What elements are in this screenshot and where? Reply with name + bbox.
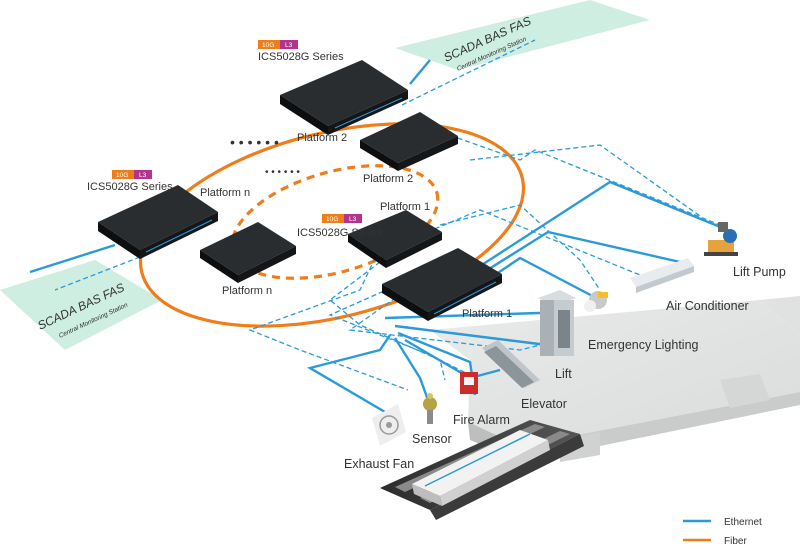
legend-ethernet-label: Ethernet — [724, 517, 762, 528]
emergency-lighting-icon — [584, 291, 608, 312]
tag-speed: 10G — [326, 216, 338, 223]
label-emergency-lighting: Emergency Lighting — [588, 338, 699, 352]
ellipsis-outer: • • • • • • — [230, 134, 279, 150]
lift-pump-icon — [704, 222, 738, 256]
label-lift: Lift — [555, 367, 572, 381]
switch-platform-1-main — [382, 248, 502, 321]
scada-panel-top: SCADA BAS FAS Central Monitoring Station — [395, 0, 650, 73]
label-platform-n-main: Platform n — [200, 187, 250, 199]
tag-layer: L3 — [285, 42, 293, 49]
legend-fiber-label: Fiber — [724, 536, 747, 547]
switch-tag-top: 10G L3 ICS5028G Series — [258, 40, 344, 63]
train — [412, 430, 550, 506]
ellipsis-inner: • • • • • • — [265, 167, 300, 178]
label-air-conditioner: Air Conditioner — [666, 299, 749, 313]
switch-tag-left: 10G L3 ICS5028G Series — [87, 170, 173, 193]
label-platform-2-main: Platform 2 — [297, 132, 347, 144]
ethernet-links — [29, 59, 736, 414]
switch-platform-n-sub — [200, 222, 296, 283]
label-platform-1-sub: Platform 1 — [380, 201, 430, 213]
label-elevator: Elevator — [521, 397, 567, 411]
exhaust-fan-icon — [372, 404, 406, 446]
ethernet-dashed-links — [54, 39, 721, 391]
label-platform-1-main: Platform 1 — [462, 308, 512, 320]
tag-series: ICS5028G Series — [297, 227, 383, 239]
label-exhaust-fan: Exhaust Fan — [344, 457, 414, 471]
station-platform — [430, 296, 800, 462]
switch-tag-center: 10G L3 ICS5028G Series — [297, 214, 383, 239]
air-conditioner-icon — [630, 258, 694, 293]
tag-speed: 10G — [116, 172, 128, 179]
elevator-icon — [482, 340, 540, 388]
label-lift-pump: Lift Pump — [733, 265, 786, 279]
switch-platform-2-sub — [360, 112, 458, 171]
tag-speed: 10G — [262, 42, 274, 49]
label-sensor: Sensor — [412, 432, 452, 446]
scada-panel-left: SCADA BAS FAS Central Monitoring Station — [0, 260, 162, 350]
tag-layer: L3 — [139, 172, 147, 179]
tag-series: ICS5028G Series — [258, 51, 344, 63]
switch-platform-n-main — [98, 185, 218, 259]
label-fire-alarm: Fire Alarm — [453, 413, 510, 427]
legend: Ethernet Fiber — [683, 517, 762, 547]
label-platform-2-sub: Platform 2 — [363, 173, 413, 185]
fiber-ring-outer — [138, 122, 526, 328]
switch-platform-2-main — [280, 60, 408, 135]
switch-platform-1-sub — [348, 210, 442, 268]
tag-series: ICS5028G Series — [87, 181, 173, 193]
label-platform-n-sub: Platform n — [222, 285, 272, 297]
fire-alarm-icon — [460, 372, 478, 394]
tag-layer: L3 — [349, 216, 357, 223]
sensor-icon — [423, 393, 437, 424]
lift-icon — [538, 290, 576, 356]
